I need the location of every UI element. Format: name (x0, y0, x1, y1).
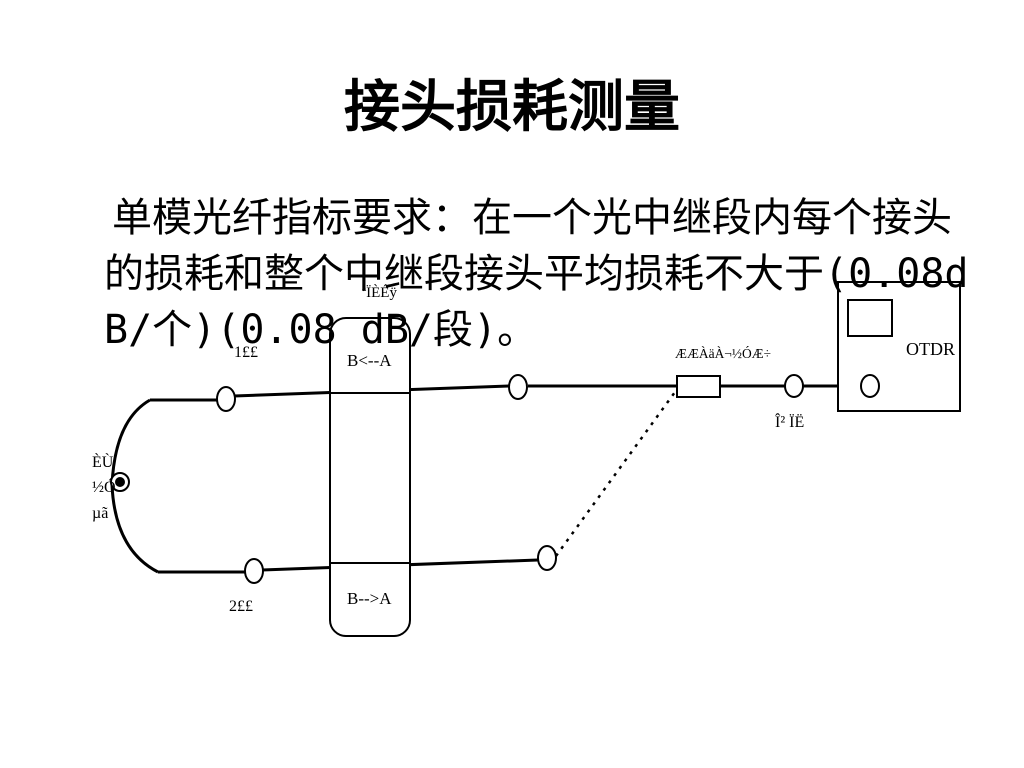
splice-point-1 (216, 386, 236, 412)
splice-point-3 (508, 374, 528, 400)
otdr-port (860, 374, 880, 398)
loop-label-line-2: ½Ó (92, 477, 116, 496)
otdr-screen (847, 299, 893, 337)
under-connector-label: Î² ÏË (775, 412, 804, 431)
slide-title: 接头损耗测量 (344, 74, 680, 140)
connector-box (676, 375, 721, 398)
point-1-label: 1££ (234, 344, 258, 361)
splice-point-2 (244, 558, 264, 584)
slide-body-text: 单模光纤指标要求：在一个光中继段内每个接头的损耗和整个中继段接头平均损耗不大于(… (104, 190, 984, 358)
measurement-box (329, 317, 411, 637)
splice-point-4 (537, 545, 557, 571)
loop-label-line-1: ÈÙ (92, 452, 114, 471)
splice-point-5 (784, 374, 804, 398)
dotted-connection (554, 391, 677, 557)
otdr-device (837, 281, 961, 412)
backward-direction-label: B-->A (347, 589, 392, 608)
connector-label: ÆÆÀäÀ¬½ÓÆ÷ (675, 345, 771, 362)
loop-label-line-3: µã (92, 505, 108, 522)
body-text-content: 单模光纤指标要求：在一个光中继段内每个接头的损耗和整个中继段接头平均损耗不大于(… (104, 195, 969, 353)
top-box-label: ªÏÈÉÿ (362, 284, 397, 301)
otdr-label: OTDR (906, 339, 955, 359)
fusion-point-dot (115, 477, 125, 487)
forward-direction-label: B<--A (347, 351, 392, 370)
point-2-label: 2££ (229, 598, 253, 615)
